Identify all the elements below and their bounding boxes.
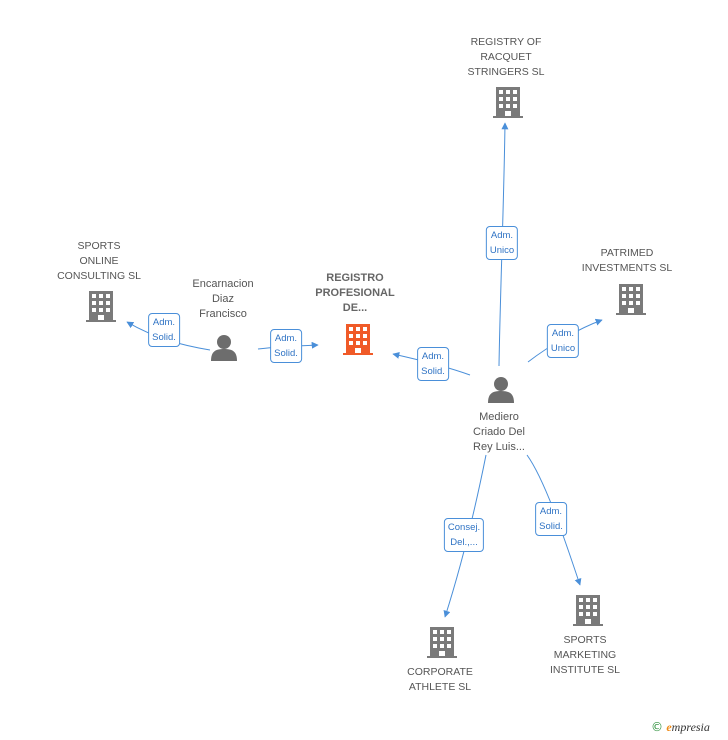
edge-role-to-sports-marketing[interactable]: Adm. Solid. <box>535 502 567 536</box>
label-line: ATHLETE SL <box>408 681 472 693</box>
role-line: Adm. <box>551 328 575 339</box>
person-icon-encarnacion[interactable] <box>211 335 237 361</box>
role-line: Adm. <box>152 317 176 328</box>
edge-role-to-patrimed[interactable]: Adm. Unico <box>546 324 580 358</box>
edge-role-mediero-to-registro[interactable]: Adm. Solid. <box>417 347 449 381</box>
label-line: STRINGERS SL <box>467 66 545 78</box>
node-label-registro[interactable]: REGISTRO PROFESIONAL DE... <box>315 271 394 316</box>
person-icon-mediero[interactable] <box>488 377 514 403</box>
edge-role-to-racquet[interactable]: Adm. Unico <box>485 226 519 260</box>
label-line: Criado Del <box>473 426 525 438</box>
edge-role-to-corporate[interactable]: Consej. Del.,... <box>443 518 485 552</box>
brand-logo-rest: mpresia <box>671 720 710 734</box>
label-line: SPORTS <box>563 634 607 646</box>
role-line: Del.,... <box>450 537 478 548</box>
label-line: CORPORATE <box>407 666 473 678</box>
label-line: RACQUET <box>480 51 532 63</box>
label-line: Diaz <box>211 293 234 305</box>
role-line: Unico <box>550 343 576 354</box>
label-line: REGISTRY OF <box>470 36 542 48</box>
role-line: Solid. <box>539 521 563 532</box>
label-line: ONLINE <box>79 255 119 267</box>
role-line: Adm. <box>274 333 298 344</box>
edge-role-to-sports-online[interactable]: Adm. Solid. <box>148 313 180 347</box>
node-label-sports-online[interactable]: SPORTS ONLINE CONSULTING SL <box>57 239 141 284</box>
brand-logo: empresia <box>666 720 710 734</box>
label-line: SPORTS <box>77 240 121 252</box>
node-label-mediero[interactable]: Mediero Criado Del Rey Luis... <box>473 410 525 455</box>
role-line: Solid. <box>274 348 298 359</box>
label-line: PATRIMED <box>600 247 654 259</box>
role-line: Adm. <box>490 230 514 241</box>
edge-role-encarnacion-to-registro[interactable]: Adm. Solid. <box>270 329 302 363</box>
label-line: Rey Luis... <box>473 441 525 453</box>
label-line: Encarnacion <box>192 278 254 290</box>
label-line: Mediero <box>479 411 519 423</box>
label-line: REGISTRO <box>326 272 384 284</box>
brand-logo-e: e <box>666 720 672 734</box>
label-line: INVESTMENTS SL <box>581 262 673 274</box>
building-icon-racquet[interactable] <box>493 87 523 118</box>
role-line: Solid. <box>421 366 445 377</box>
label-line: PROFESIONAL <box>315 287 395 299</box>
node-label-racquet[interactable]: REGISTRY OF RACQUET STRINGERS SL <box>467 35 544 80</box>
building-icon-patrimed[interactable] <box>616 284 646 315</box>
node-label-patrimed[interactable]: PATRIMED INVESTMENTS SL <box>582 246 672 276</box>
footer-brand[interactable]: © empresia <box>651 720 710 735</box>
building-icon-sports-online[interactable] <box>86 291 116 322</box>
label-line: Francisco <box>199 308 247 320</box>
role-line: Consej. <box>447 522 481 533</box>
label-line: INSTITUTE SL <box>549 664 621 676</box>
label-line: MARKETING <box>553 649 617 661</box>
role-line: Solid. <box>152 332 176 343</box>
label-line: DE... <box>342 302 368 314</box>
copyright-icon: © <box>651 720 663 734</box>
node-label-sports-marketing[interactable]: SPORTS MARKETING INSTITUTE SL <box>550 633 620 678</box>
label-line: CONSULTING SL <box>57 270 141 282</box>
node-label-encarnacion[interactable]: Encarnacion Diaz Francisco <box>192 277 253 322</box>
building-icon-corporate[interactable] <box>427 627 457 658</box>
role-line: Unico <box>489 245 515 256</box>
building-icon-registro[interactable] <box>343 324 373 355</box>
node-label-corporate[interactable]: CORPORATE ATHLETE SL <box>407 665 473 695</box>
role-line: Adm. <box>421 351 445 362</box>
building-icon-sports-marketing[interactable] <box>573 595 603 626</box>
role-line: Adm. <box>539 506 563 517</box>
